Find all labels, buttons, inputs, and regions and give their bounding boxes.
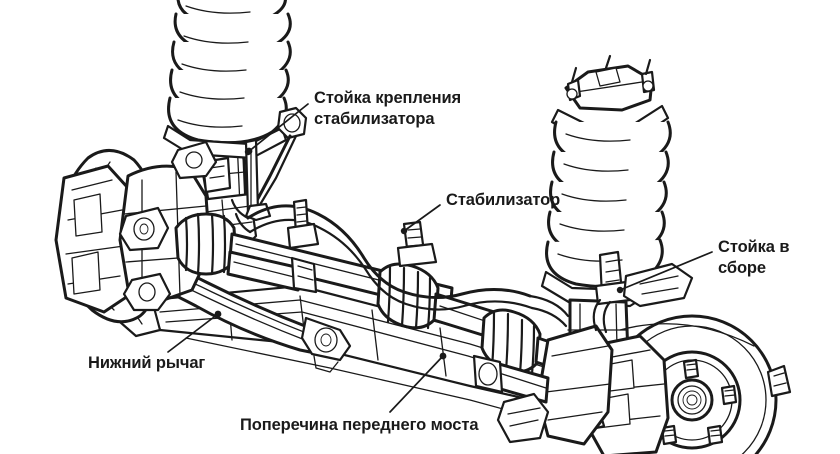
leader-crossmember [389,355,444,413]
leader-strut-assembly [619,251,713,291]
steering-rack [226,198,320,294]
leader-dot-stabilizer-link [244,148,252,156]
leader-lines [167,103,713,413]
leader-dot-crossmember [439,352,447,360]
callout-stabilizer: Стабилизатор [446,191,561,209]
subframe-bracket [496,392,550,444]
callout-lower-arm: Нижний рычаг [88,354,206,372]
left-coil-spring [162,0,292,160]
strut-top-mount [564,54,656,112]
leader-stabilizer [403,204,441,232]
right-hub-rotor [472,298,792,454]
leader-dot-stabilizer [400,227,408,235]
leader-lower-arm [167,313,219,353]
callout-stabilizer-link: Стойка крепления стабилизатора [314,89,462,129]
leader-dot-strut-assembly [616,286,624,294]
leader-stabilizer-link [247,103,309,153]
stabilizer-bar [230,198,570,328]
callout-crossmember: Поперечина переднего моста [240,416,479,434]
callout-strut-assembly: Стойка в сборе [718,238,790,278]
leader-dot-lower-arm [214,310,222,318]
